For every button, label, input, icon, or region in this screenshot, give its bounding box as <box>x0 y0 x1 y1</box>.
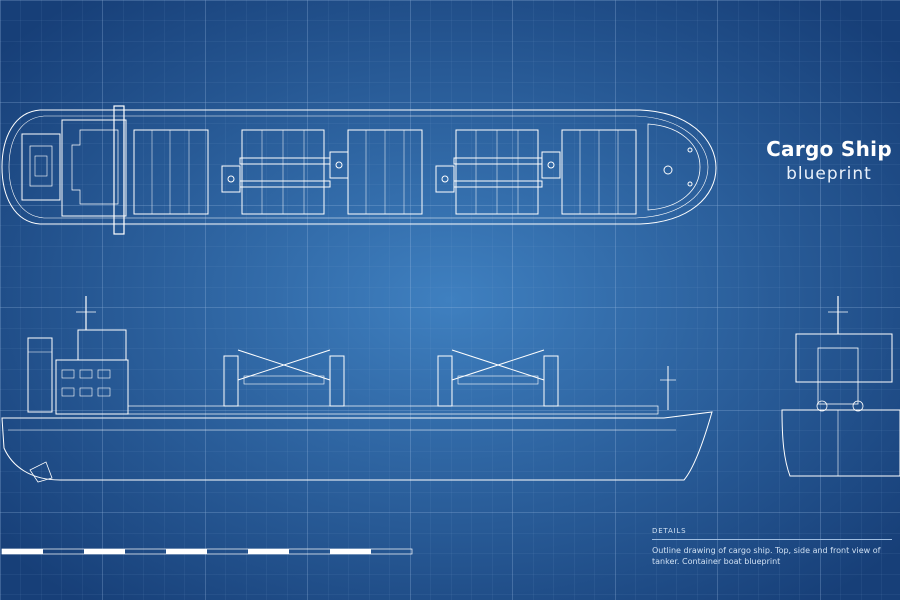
details-block: DETAILS Outline drawing of cargo ship. T… <box>652 527 900 567</box>
front-hull <box>781 409 900 477</box>
side-crane-2 <box>437 349 559 407</box>
side-funnel <box>27 337 53 413</box>
title-sub: blueprint <box>786 164 872 184</box>
side-crane-1 <box>223 349 345 407</box>
title-main: Cargo Ship <box>766 137 892 161</box>
front-view-ship <box>781 296 900 477</box>
top-hull-inner <box>8 115 709 219</box>
side-view-ship <box>1 296 713 483</box>
details-heading: DETAILS <box>652 527 892 540</box>
scale-bar <box>1 548 413 555</box>
top-view-ship <box>1 105 717 235</box>
top-forecastle <box>647 123 701 211</box>
top-hull-outline <box>1 109 717 225</box>
top-mast-post <box>113 105 125 235</box>
details-text: Outline drawing of cargo ship. Top, side… <box>652 546 881 566</box>
side-rudder <box>29 461 53 483</box>
front-superstructure <box>795 333 893 383</box>
top-cranes <box>221 151 561 193</box>
title-block: Cargo Ship blueprint <box>764 137 894 184</box>
top-deckhouse <box>21 133 61 201</box>
hatch-1 <box>133 129 209 215</box>
side-hull <box>1 411 713 481</box>
top-bridge-block <box>61 119 127 217</box>
